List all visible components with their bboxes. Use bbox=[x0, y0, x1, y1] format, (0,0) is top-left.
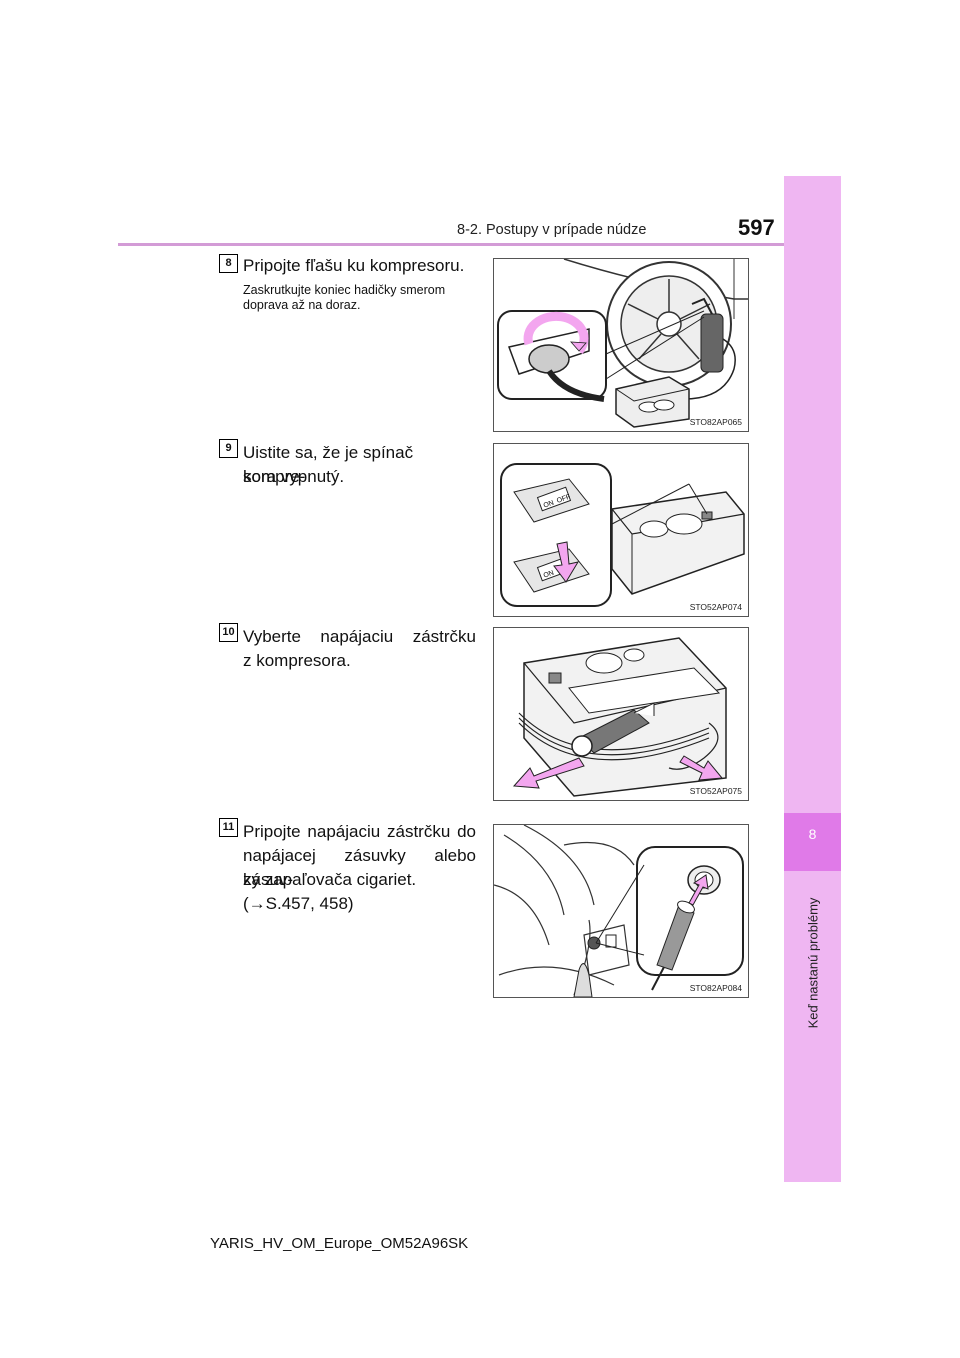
figure-remove-plug: STO52AP075 bbox=[493, 627, 749, 801]
chapter-title: Keď nastanú problémy bbox=[805, 897, 821, 1029]
figure-compressor-switch: ON OFF ON OFF STO52AP074 bbox=[493, 443, 749, 617]
step-11-text-line4: (→S.457, 458) bbox=[243, 894, 354, 913]
step-10-text-line1: Vyberte napájaciu zástrčku bbox=[243, 627, 476, 646]
header-rule bbox=[118, 243, 841, 246]
step-number-9: 9 bbox=[219, 439, 238, 458]
page-number: 597 bbox=[738, 215, 775, 240]
chapter-tab bbox=[784, 176, 841, 1182]
switch-label-on-2: ON bbox=[543, 570, 555, 580]
figure-code: STO82AP084 bbox=[689, 983, 742, 993]
step-11-text-line2: napájacej zásuvky alebo zásuv- bbox=[243, 846, 476, 889]
step-8-text: Pripojte fľašu ku kompresoru. bbox=[243, 256, 465, 275]
step-10-text-line2: z kompresora. bbox=[243, 651, 351, 670]
chapter-tab-marker bbox=[784, 813, 841, 871]
switch-label-off: OFF bbox=[556, 494, 572, 505]
step-9-text-line1: Uistite sa, že je spínač kompre- bbox=[243, 443, 414, 486]
chapter-number: 8 bbox=[808, 826, 817, 842]
step-number-10: 10 bbox=[219, 623, 238, 642]
step-8-subtext: Zaskrutkujte koniec hadičky smerom dopra… bbox=[243, 283, 446, 312]
step-9-text-line2: sora vypnutý. bbox=[243, 467, 345, 486]
step-number-11: 11 bbox=[219, 818, 238, 837]
step-11-text-line3: ky zapaľovača cigariet. bbox=[243, 870, 417, 889]
step-11-text-line1: Pripojte napájaciu zástrčku do bbox=[243, 822, 476, 841]
document-id: YARIS_HV_OM_Europe_OM52A96SK bbox=[210, 1235, 469, 1252]
figure-code: STO82AP065 bbox=[689, 417, 742, 427]
section-title: 8-2. Postupy v prípade núdze bbox=[457, 222, 647, 238]
switch-label-on: ON bbox=[543, 500, 555, 510]
figure-power-outlet: STO82AP084 bbox=[493, 824, 749, 998]
figure-code: STO52AP075 bbox=[689, 786, 742, 796]
step-number-8: 8 bbox=[219, 254, 238, 273]
figure-compressor-bottle: STO82AP065 bbox=[493, 258, 749, 432]
figure-code: STO52AP074 bbox=[689, 602, 742, 612]
